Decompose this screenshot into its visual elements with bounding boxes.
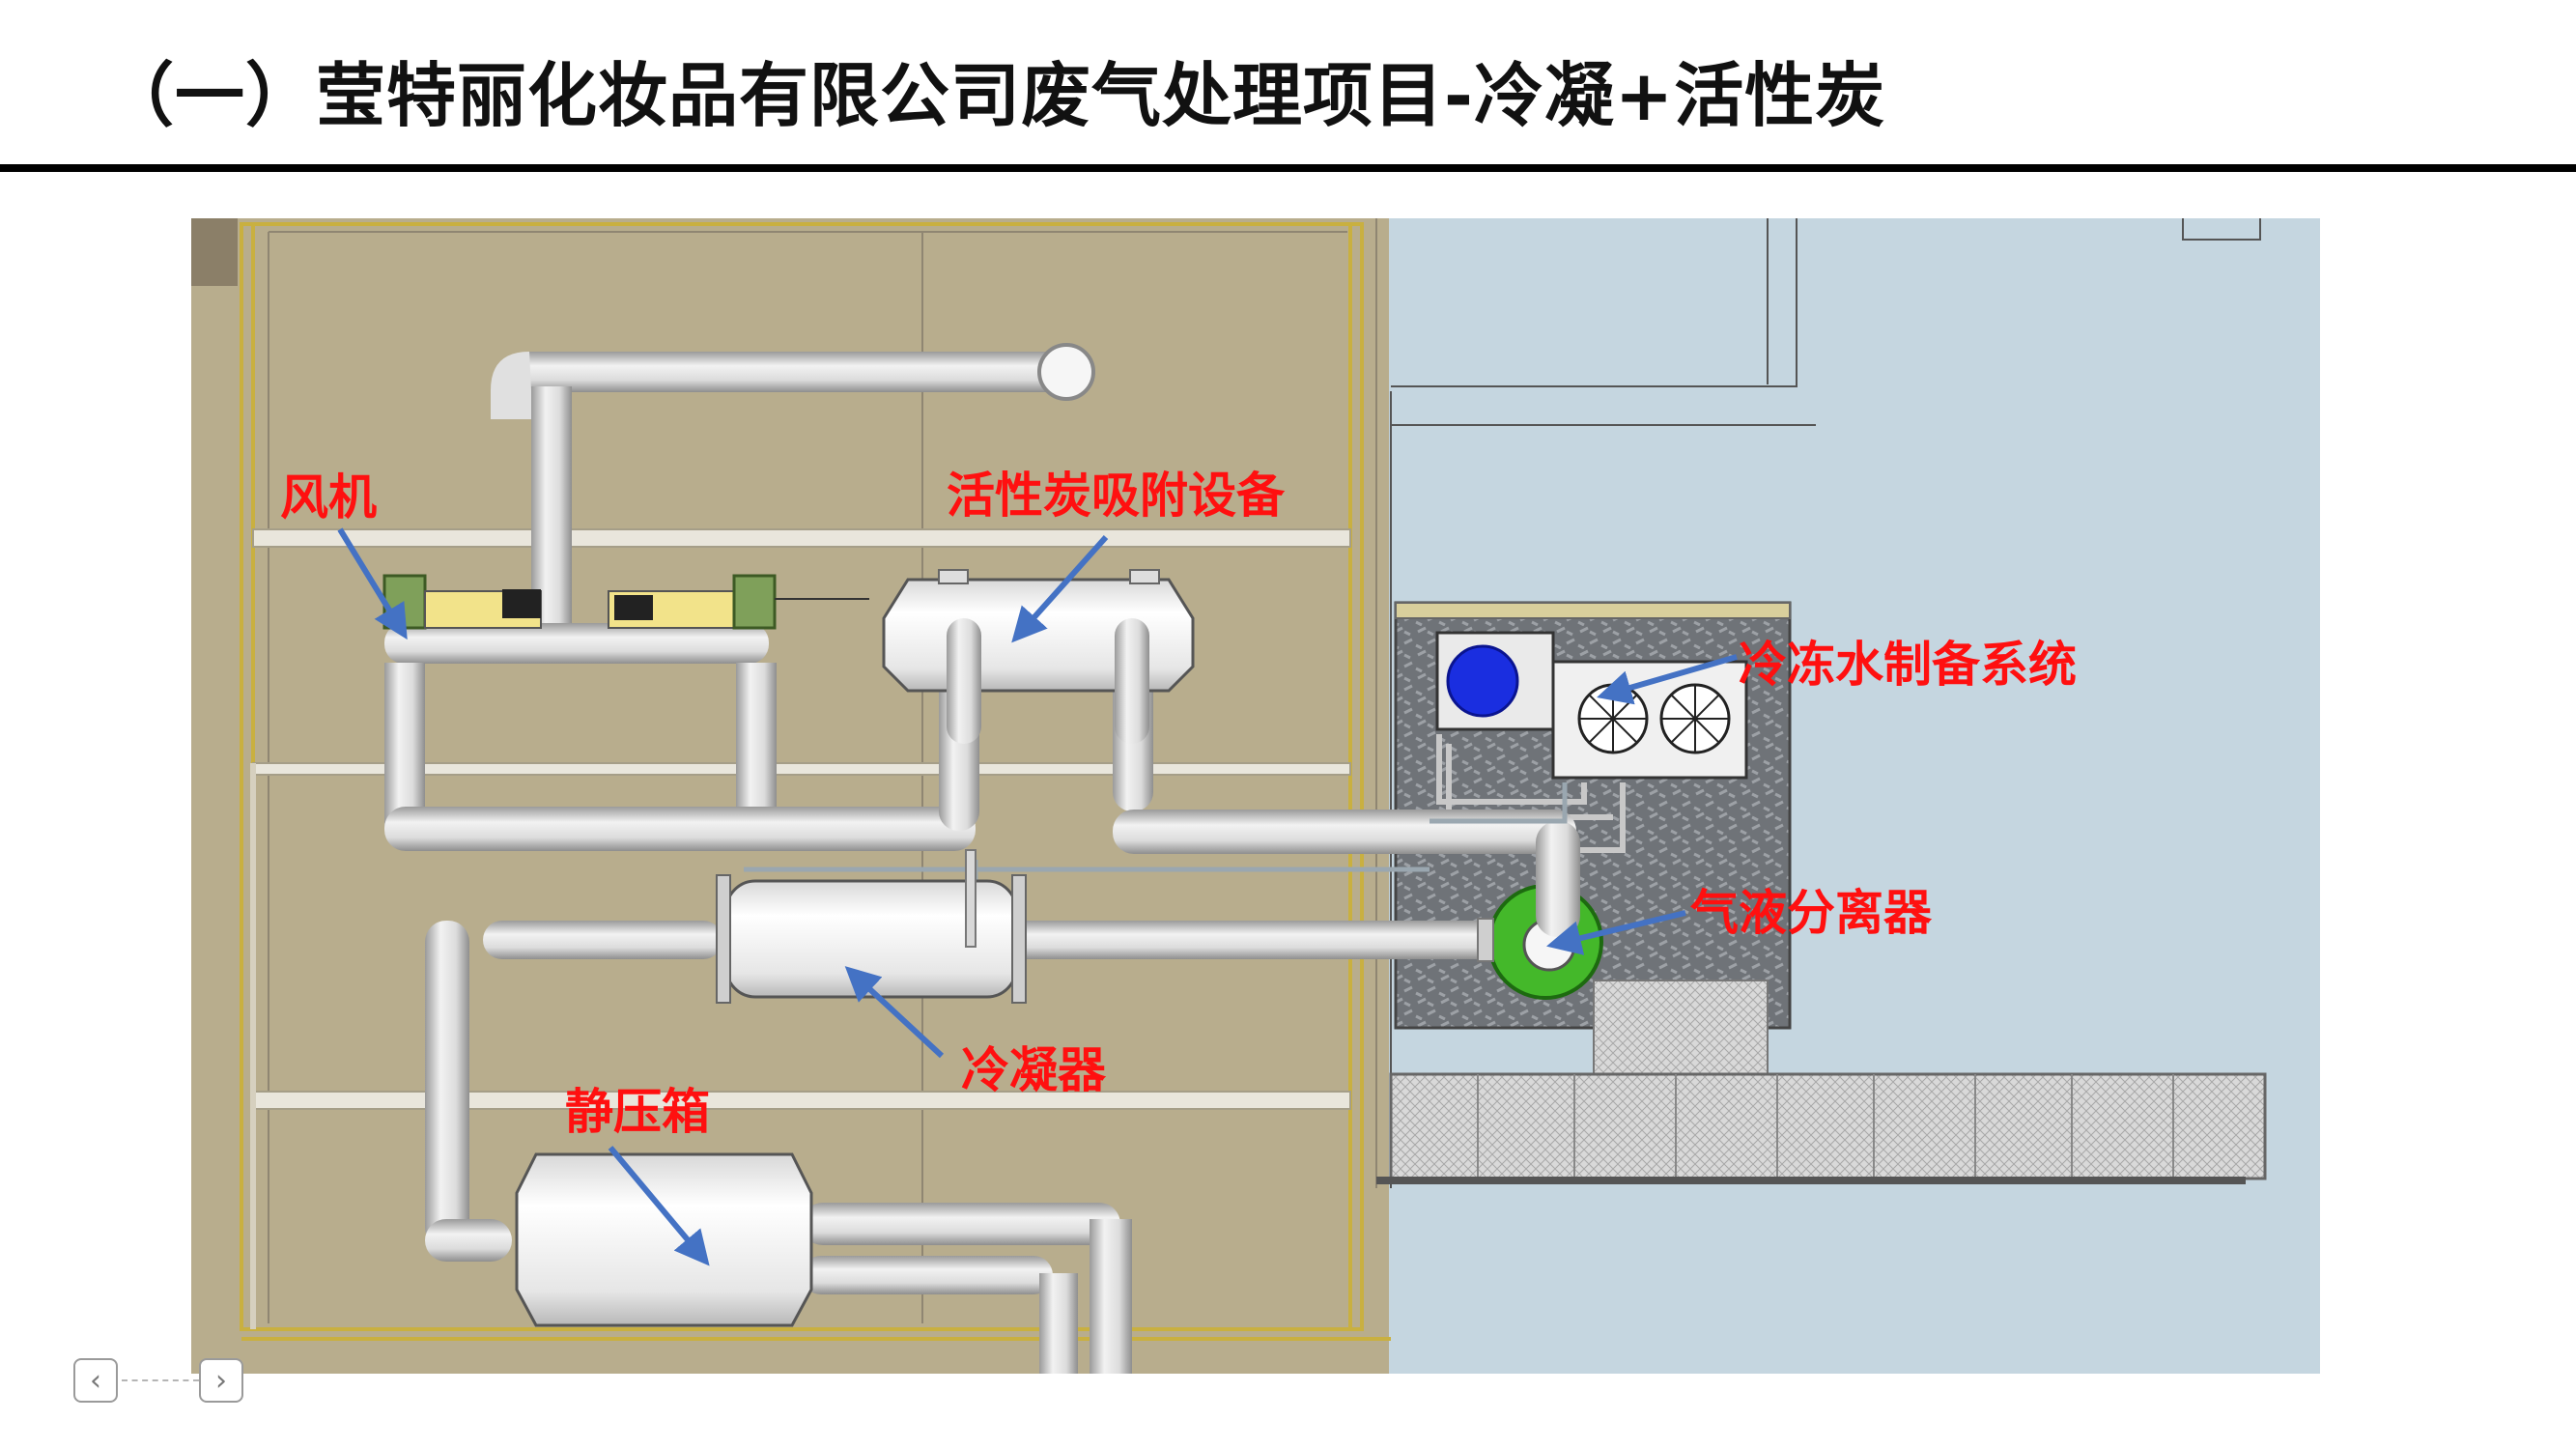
plenum-box [515,1152,813,1327]
chevron-right-icon: › [215,1364,227,1398]
arrow-condenser [844,966,945,1059]
chevron-left-icon: ‹ [90,1364,101,1398]
nav-dashes [122,1379,199,1381]
walkway-grating [1389,1072,2267,1180]
label-chilled-water: 冷冻水制备系统 [1739,637,2077,693]
condenser [716,849,1027,1004]
slide-title: （一）莹特丽化妆品有限公司废气处理项目-冷凝+活性炭 [104,55,1886,136]
next-slide-button[interactable]: › [199,1358,243,1403]
label-gas-liquid-separator: 气液分离器 [1690,885,1933,941]
arrow-plenum [608,1146,710,1266]
label-plenum-box: 静压箱 [565,1084,710,1140]
arrow-fan [337,527,408,640]
label-fan: 风机 [280,469,377,526]
arrow-chiller [1597,654,1738,705]
prev-slide-button[interactable]: ‹ [73,1358,118,1403]
label-activated-carbon: 活性炭吸附设备 [947,468,1286,524]
water-pump [1446,644,1519,718]
title-divider [0,164,2576,172]
label-condenser: 冷凝器 [961,1042,1107,1098]
arrow-separator [1546,910,1686,955]
pointer-arrows [337,527,1738,1266]
duct-network [384,343,1580,1374]
arrow-carbon [1011,535,1109,643]
equipment-labels: 风机 活性炭吸附设备 冷冻水制备系统 气液分离器 冷凝器 静压箱 [280,468,2077,1140]
